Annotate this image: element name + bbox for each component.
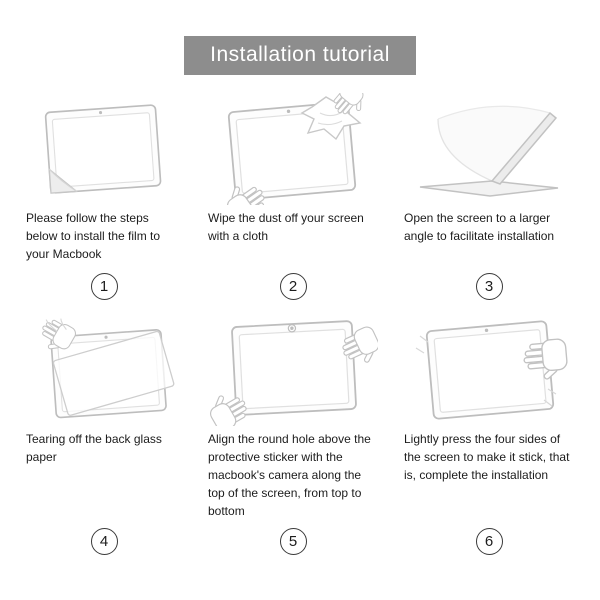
- steps-row-1: Please follow the steps below to install…: [0, 93, 600, 300]
- tutorial-banner: Installation tutorial: [184, 36, 416, 75]
- open-laptop-illustration: [419, 105, 559, 197]
- step-5-illustration: [208, 314, 378, 426]
- tear-backing-illustration: [34, 314, 175, 419]
- step-4: Tearing off the back glass paper 4: [26, 314, 182, 555]
- step-6-text: Lightly press the four sides of the scre…: [404, 432, 570, 482]
- steps-row-2: Tearing off the back glass paper 4 Align…: [0, 314, 600, 555]
- step-4-illustration: [26, 314, 182, 426]
- step-3: Open the screen to a larger angle to fac…: [404, 93, 574, 300]
- step-5: Align the round hole above the protectiv…: [208, 314, 378, 555]
- wipe-screen-illustration: [219, 93, 372, 205]
- step-1-illustration: [26, 93, 182, 205]
- step-4-number-badge: 4: [90, 528, 118, 555]
- film-peel-illustration: [44, 104, 162, 194]
- step-2-illustration: [208, 93, 378, 205]
- step-3-number: 3: [484, 278, 494, 295]
- step-2: Wipe the dust off your screen with a clo…: [208, 93, 378, 300]
- step-1-number: 1: [99, 278, 109, 295]
- step-3-illustration: [404, 93, 574, 205]
- step-4-number: 4: [99, 533, 109, 550]
- step-6: Lightly press the four sides of the scre…: [404, 314, 574, 555]
- step-2-number: 2: [288, 278, 298, 295]
- step-2-text: Wipe the dust off your screen with a clo…: [208, 211, 364, 243]
- step-1-number-badge: 1: [90, 273, 118, 300]
- step-5-text: Align the round hole above the protectiv…: [208, 432, 371, 518]
- step-4-text: Tearing off the back glass paper: [26, 432, 162, 464]
- align-camera-illustration: [208, 320, 378, 426]
- step-3-number-badge: 3: [475, 273, 503, 300]
- page-title: Installation tutorial: [210, 43, 390, 66]
- step-1: Please follow the steps below to install…: [26, 93, 182, 300]
- press-sides-illustration: [415, 320, 570, 420]
- step-6-illustration: [404, 314, 574, 426]
- step-1-text: Please follow the steps below to install…: [26, 211, 161, 261]
- step-6-number-badge: 6: [475, 528, 503, 555]
- step-6-number: 6: [484, 533, 494, 550]
- step-3-text: Open the screen to a larger angle to fac…: [404, 211, 555, 243]
- step-5-number-badge: 5: [279, 528, 307, 555]
- step-5-number: 5: [288, 533, 298, 550]
- step-2-number-badge: 2: [279, 273, 307, 300]
